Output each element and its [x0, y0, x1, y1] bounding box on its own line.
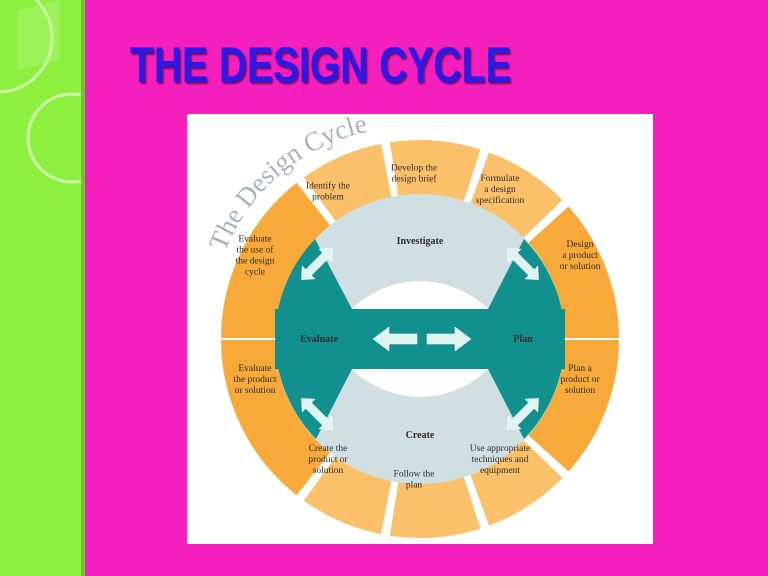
phase-plan: Plan	[513, 334, 533, 345]
center-hole-top	[352, 281, 488, 309]
arrow-left-icon	[372, 326, 418, 352]
phase-investigate: Investigate	[397, 236, 444, 247]
phase-create: Create	[406, 430, 435, 441]
arrow-right-icon	[426, 326, 472, 352]
decorative-circles	[0, 0, 85, 184]
arrow-diag-bl-icon	[301, 398, 333, 430]
phase-evaluate: Evaluate	[300, 334, 338, 345]
cycle-arrows	[301, 248, 539, 430]
arrow-diag-tr-icon	[507, 248, 539, 280]
design-cycle-diagram: The Design Cycle	[187, 114, 653, 544]
arrow-diag-tl-icon	[301, 248, 333, 280]
center-bar	[316, 310, 524, 368]
side-strip	[0, 0, 85, 576]
arrow-diag-br-icon	[507, 398, 539, 430]
center-hole-bottom	[352, 369, 488, 397]
slide-title: THE DESIGN CYCLE	[130, 37, 512, 93]
design-cycle-svg: The Design Cycle	[203, 114, 622, 540]
